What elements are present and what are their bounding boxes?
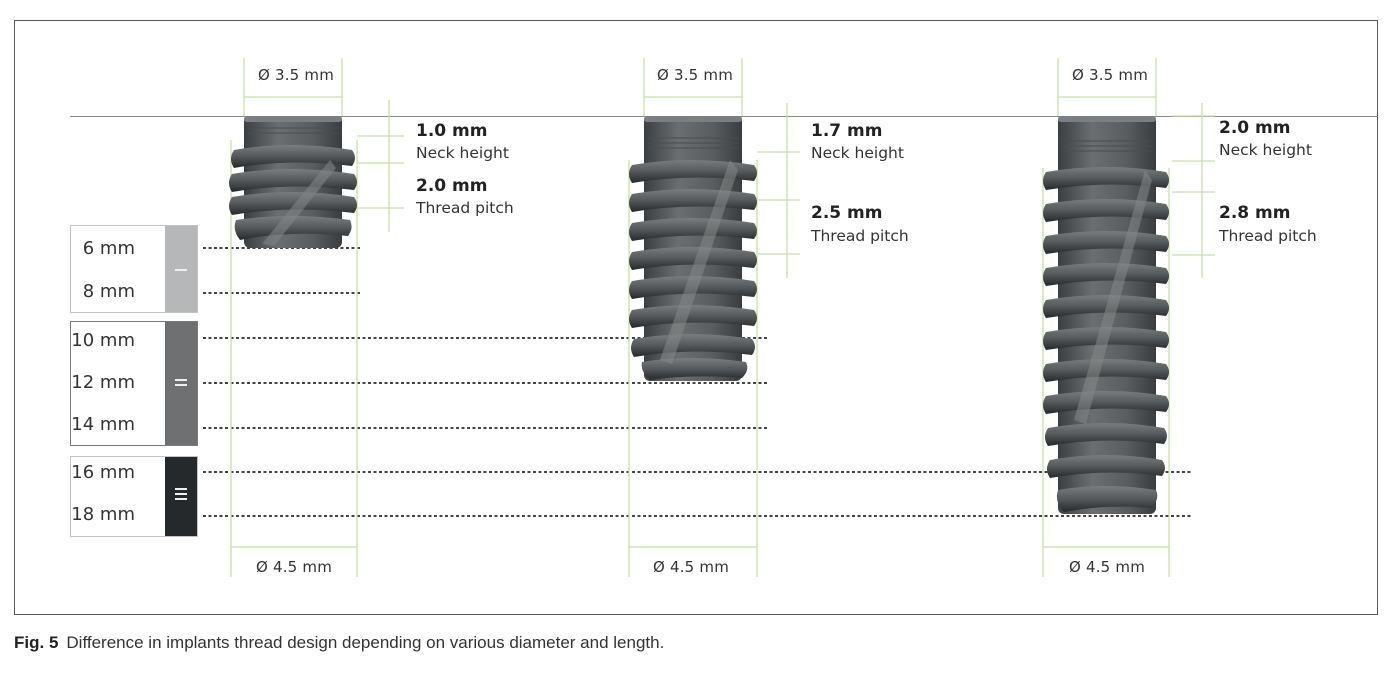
triple-dash-icon	[175, 488, 187, 490]
length-label: 6 mm	[82, 238, 135, 259]
length-group-short: 6 mm 8 mm	[70, 225, 198, 313]
bottom-diameter-label-1: Ø 4.5 mm	[256, 558, 333, 576]
length-group-bar-long	[165, 457, 197, 536]
length-label: 8 mm	[82, 281, 135, 302]
neck-height-value-3: 2.0 mm	[1219, 118, 1291, 138]
length-label: 10 mm	[71, 330, 135, 351]
top-diameter-label-3: Ø 3.5 mm	[1072, 66, 1149, 84]
thread-pitch-value-2: 2.5 mm	[811, 203, 883, 223]
bottom-diameter-label-3: Ø 4.5 mm	[1069, 558, 1146, 576]
length-group-bar-medium	[165, 322, 197, 445]
neck-height-value-1: 1.0 mm	[416, 121, 488, 141]
figure-caption: Fig. 5 Difference in implants thread desi…	[14, 633, 664, 653]
dimension-lines-implant-2	[628, 58, 800, 577]
length-group-medium: 10 mm 12 mm 14 mm	[70, 321, 198, 446]
neck-height-value-2: 1.7 mm	[811, 121, 883, 141]
implant-medium	[629, 116, 757, 381]
bottom-diameter-label-2: Ø 4.5 mm	[653, 558, 730, 576]
implant-long	[1043, 116, 1169, 514]
length-group-long: 16 mm 18 mm	[70, 456, 198, 537]
figure-number: Fig. 5	[14, 633, 59, 652]
length-label: 14 mm	[71, 414, 135, 435]
dimension-lines-implant-3	[1042, 58, 1215, 577]
caption-text: Difference in implants thread design dep…	[66, 633, 665, 652]
length-label: 16 mm	[71, 462, 135, 483]
thread-pitch-value-1: 2.0 mm	[416, 176, 488, 196]
thread-pitch-label-1: Thread pitch	[416, 199, 514, 217]
neck-height-label-2: Neck height	[811, 144, 904, 162]
top-diameter-label-2: Ø 3.5 mm	[657, 66, 734, 84]
thread-pitch-value-3: 2.8 mm	[1219, 203, 1291, 223]
thread-pitch-label-2: Thread pitch	[811, 227, 909, 245]
implant-short	[229, 116, 357, 248]
figure-frame	[14, 20, 1378, 615]
dimension-lines-implant-1	[230, 58, 404, 577]
thread-pitch-label-3: Thread pitch	[1219, 227, 1317, 245]
single-dash-icon	[175, 269, 187, 271]
neck-height-label-1: Neck height	[416, 144, 509, 162]
length-label: 18 mm	[71, 504, 135, 525]
length-group-bar-short	[165, 226, 197, 312]
length-label: 12 mm	[71, 372, 135, 393]
neck-height-label-3: Neck height	[1219, 141, 1312, 159]
top-diameter-label-1: Ø 3.5 mm	[258, 66, 335, 84]
double-dash-icon	[175, 379, 187, 381]
